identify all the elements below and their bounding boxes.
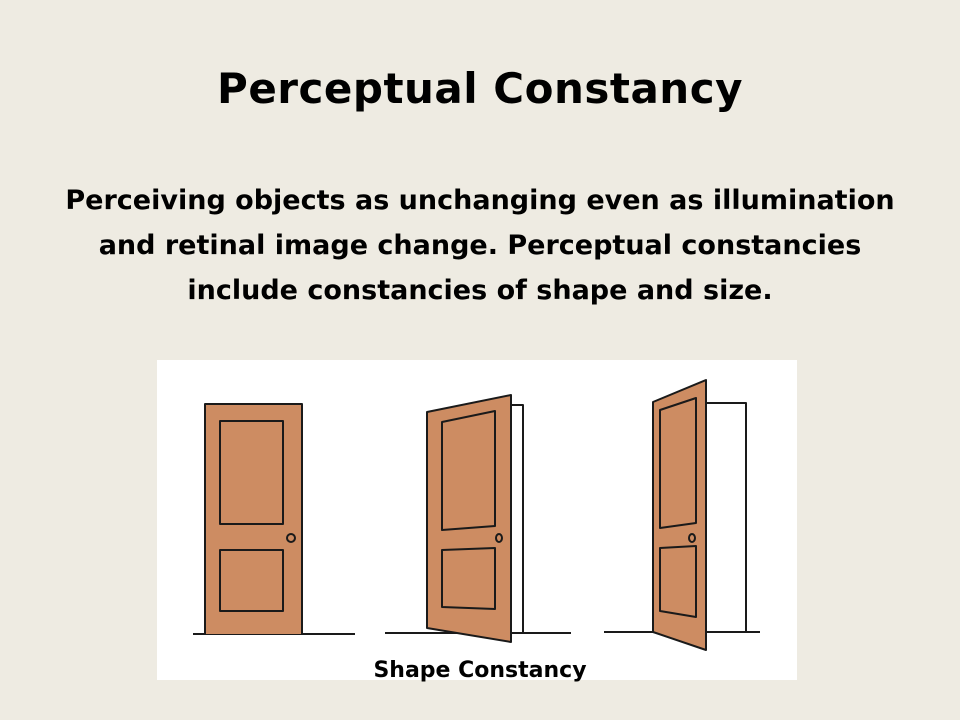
- partially-open-door-frame: [511, 404, 524, 633]
- closed-door-panel: [204, 403, 303, 634]
- partially-open-door: [385, 394, 571, 643]
- closed-door-upper-panel: [219, 420, 284, 525]
- more-open-door-frame: [706, 402, 747, 632]
- partially-open-door-upper-panel: [441, 410, 496, 531]
- partially-open-door-lower-panel: [441, 547, 496, 610]
- more-open-door-panel: [652, 379, 707, 651]
- figure-caption: Shape Constancy: [373, 658, 587, 683]
- more-open-door: [604, 379, 760, 651]
- closed-door-knob: [286, 533, 296, 543]
- shape-constancy-figure: [157, 360, 797, 680]
- closed-door: [193, 403, 355, 635]
- doors-illustration: [193, 379, 760, 651]
- slide-body-text: Perceiving objects as unchanging even as…: [65, 185, 895, 306]
- slide-title: Perceptual Constancy: [217, 64, 743, 113]
- more-open-door-lower-panel: [659, 545, 697, 618]
- more-open-door-upper-panel: [659, 397, 697, 529]
- partially-open-door-panel: [426, 394, 512, 643]
- more-open-door-knob: [688, 533, 696, 543]
- closed-door-lower-panel: [219, 549, 284, 612]
- partially-open-door-knob: [495, 533, 503, 543]
